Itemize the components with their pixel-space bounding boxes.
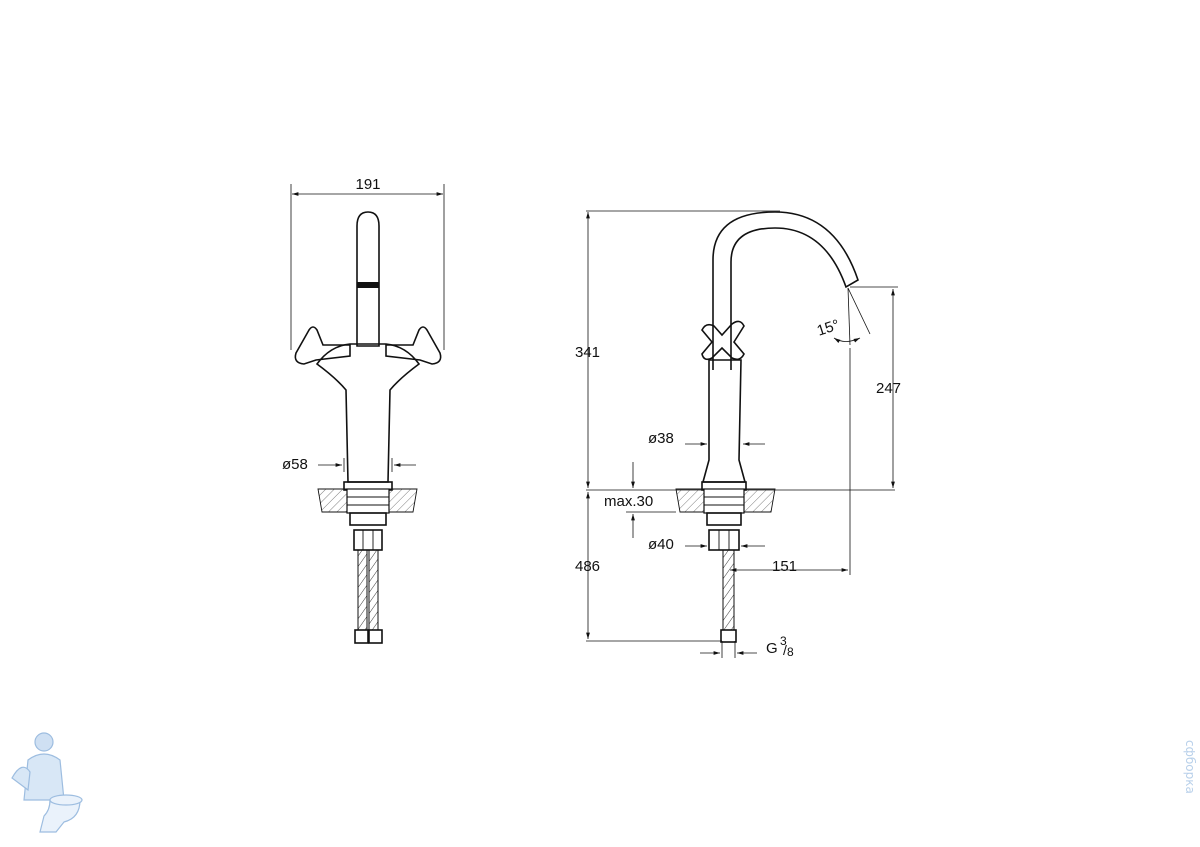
front-hose-right bbox=[368, 549, 379, 631]
dim-spout-height: 247 bbox=[876, 380, 901, 397]
front-locknut bbox=[349, 512, 387, 526]
dim-hose-length: 486 bbox=[575, 558, 600, 575]
dim-thread-base: G bbox=[766, 640, 778, 657]
side-gooseneck bbox=[712, 211, 859, 370]
side-body bbox=[701, 359, 747, 483]
front-view bbox=[290, 184, 445, 644]
dim-shank-dia: ø40 bbox=[648, 536, 674, 553]
front-spout-tube bbox=[356, 211, 380, 347]
front-hose-left bbox=[357, 549, 368, 631]
front-nut-right bbox=[368, 629, 383, 644]
dim-height: 341 bbox=[575, 344, 600, 361]
dim-body-dia: ø38 bbox=[648, 430, 674, 447]
dim-front-base: ø58 bbox=[282, 456, 308, 473]
dim-spout-reach: 151 bbox=[772, 558, 797, 575]
front-handle-right bbox=[385, 326, 442, 365]
side-shank bbox=[708, 529, 740, 551]
dim-max-thickness: max.30 bbox=[604, 493, 653, 510]
svg-text:/: / bbox=[783, 642, 787, 658]
aerator-band bbox=[357, 282, 379, 288]
side-view bbox=[586, 210, 898, 658]
dim-thread-den: 8 bbox=[787, 645, 794, 659]
front-nut-left bbox=[354, 629, 369, 644]
dim-spout-angle: 15° bbox=[815, 316, 842, 339]
front-body bbox=[315, 343, 421, 483]
side-hose-nut bbox=[720, 629, 737, 643]
plumber-logo bbox=[11, 732, 83, 833]
side-locknut bbox=[706, 512, 742, 526]
front-shank bbox=[353, 529, 383, 551]
side-cross-handle bbox=[701, 320, 745, 361]
dim-thread-num: 3 bbox=[780, 634, 787, 648]
side-hose bbox=[722, 549, 735, 631]
dim-width: 191 bbox=[355, 176, 380, 193]
front-handle-left bbox=[294, 326, 351, 365]
watermark-text: сфборка bbox=[1183, 740, 1197, 794]
